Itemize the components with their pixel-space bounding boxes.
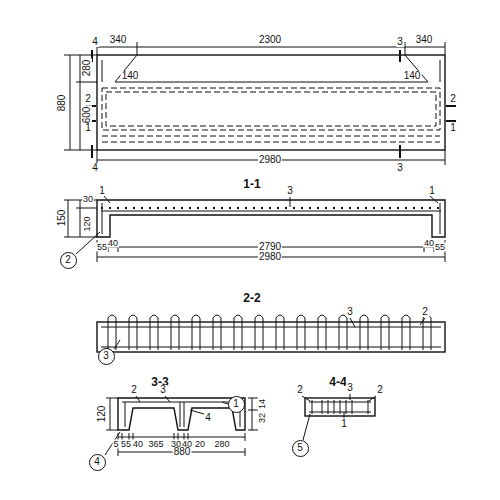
- callout-number: 5: [297, 443, 303, 453]
- callout-number: 3: [103, 351, 109, 361]
- section-title: 1-1: [242, 178, 261, 190]
- dimension-label: 140: [403, 71, 422, 81]
- dimension-label: 4: [91, 163, 99, 173]
- dimension-label: 3: [159, 385, 167, 395]
- dimension-label: 3: [286, 186, 294, 196]
- dimension-label: 2: [376, 385, 384, 395]
- dimension-label: 5: [112, 440, 119, 449]
- dimension-label: 40: [132, 440, 144, 449]
- dimension-label: 2790: [258, 242, 282, 252]
- dimension-label: 55: [434, 243, 446, 252]
- dimension-label: 600: [82, 106, 92, 125]
- dimension-label: 340: [415, 35, 434, 45]
- callout-circle: 2: [60, 252, 77, 269]
- dimension-label: 340: [109, 35, 128, 45]
- callout-circle: 1: [228, 396, 245, 413]
- dimension-label: 3: [396, 163, 404, 173]
- dimension-label: 280: [213, 440, 230, 449]
- dimension-label: 14: [258, 398, 267, 410]
- dimension-label: 1: [428, 186, 436, 196]
- dimension-label: 120: [97, 405, 107, 424]
- dimension-label: 2: [449, 94, 457, 104]
- plan-view: [64, 42, 456, 165]
- section-title: 2-2: [242, 292, 261, 304]
- dimension-label: 1: [340, 419, 348, 429]
- callout-circle: 4: [89, 454, 106, 471]
- dimension-label: 140: [121, 71, 140, 81]
- section-title: 4-4: [328, 376, 347, 388]
- section-2-2: [97, 315, 445, 352]
- dimension-label: 2980: [258, 155, 282, 165]
- dimension-label: 32: [258, 412, 267, 424]
- dimension-label: 3: [396, 37, 404, 47]
- dimension-label: 2: [84, 94, 92, 104]
- callout-number: 4: [94, 457, 100, 467]
- dimension-label: 3: [346, 307, 354, 317]
- section-3-3: [105, 396, 258, 456]
- dimension-label: 2300: [258, 35, 282, 45]
- dimension-label: 2: [296, 385, 304, 395]
- dimension-label: 2: [421, 307, 429, 317]
- callout-number: 1: [233, 399, 239, 409]
- dimension-label: 4: [91, 37, 99, 47]
- callout-number: 2: [65, 255, 71, 265]
- dimension-label: 1: [98, 186, 106, 196]
- dimension-label: 40: [107, 239, 119, 248]
- callout-circle: 5: [292, 440, 309, 457]
- dimension-label: 30: [82, 195, 94, 204]
- dimension-label: 2980: [258, 252, 282, 262]
- callout-circle: 3: [98, 348, 115, 365]
- dimension-label: 1: [449, 123, 457, 133]
- dimension-label: 55: [120, 440, 132, 449]
- section-1-1: [64, 196, 445, 262]
- dimension-label: 365: [147, 440, 164, 449]
- dimension-label: 280: [82, 59, 92, 78]
- dimension-label: 1: [84, 123, 92, 133]
- dimension-label: 2: [130, 385, 138, 395]
- section-4-4: [302, 394, 376, 440]
- dimension-label: 4: [204, 413, 212, 423]
- dimension-label: 20: [194, 440, 206, 449]
- dimension-label: 3: [346, 383, 354, 393]
- dimension-label: 150: [57, 209, 67, 228]
- dimension-label: 880: [57, 94, 67, 113]
- dimension-label: 880: [173, 447, 192, 457]
- dimension-label: 120: [83, 215, 92, 232]
